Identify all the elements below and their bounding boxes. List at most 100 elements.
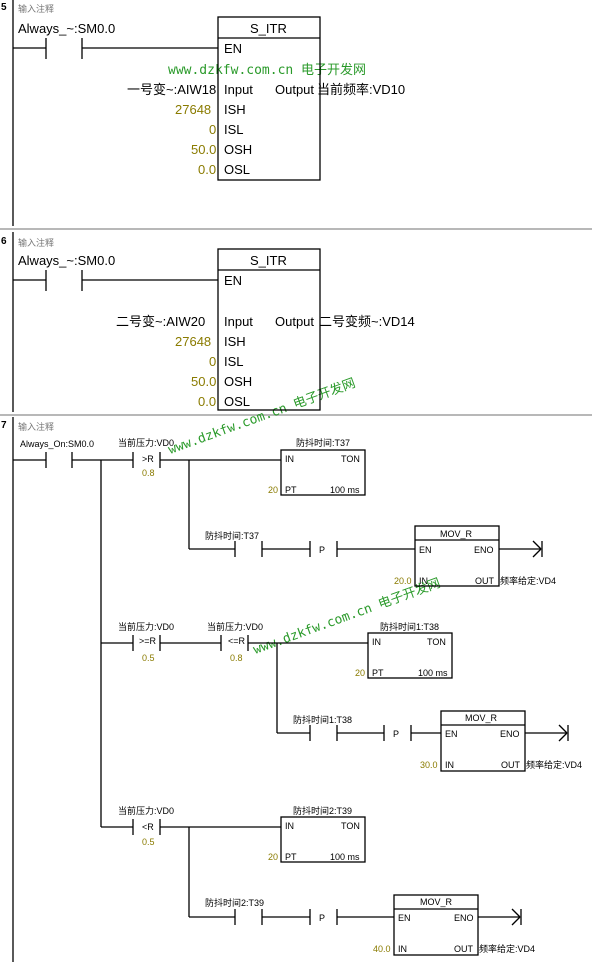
compare-label: 当前压力:VD0 bbox=[207, 622, 264, 632]
input-value: 二号变~:AIW20 bbox=[116, 314, 206, 329]
input-pin: Input bbox=[224, 314, 253, 329]
en-pin: EN bbox=[224, 41, 243, 56]
ton-timer bbox=[280, 449, 366, 496]
output-pin: Output bbox=[275, 314, 315, 329]
timer-base: 100 ms bbox=[330, 485, 360, 495]
network-comment[interactable]: 输入注释 bbox=[18, 4, 55, 14]
pulse-label: P bbox=[319, 545, 326, 555]
contact-label: 防抖时间1:T38 bbox=[293, 715, 353, 725]
compare-label: 当前压力:VD0 bbox=[118, 622, 175, 632]
mov-out-value: 频率给定:VD4 bbox=[526, 760, 583, 770]
contact-label: Always_~:SM0.0 bbox=[18, 253, 116, 268]
en-pin: EN bbox=[224, 273, 243, 288]
ish-pin: ISH bbox=[224, 334, 246, 349]
timer-base: 100 ms bbox=[330, 852, 360, 862]
mov-r-block bbox=[440, 710, 526, 772]
ish-pin: ISH bbox=[224, 102, 246, 117]
s-itr-block bbox=[217, 248, 321, 411]
input-value: 一号变~:AIW18 bbox=[127, 82, 217, 97]
timer-label: 防抖时间1:T38 bbox=[380, 622, 440, 632]
mov-eno-pin: ENO bbox=[500, 729, 520, 739]
mov-eno-pin: ENO bbox=[454, 913, 474, 923]
contact-label: 防抖时间2:T39 bbox=[205, 898, 265, 908]
ton-timer bbox=[367, 632, 453, 679]
timer-type: TON bbox=[341, 821, 360, 831]
contact-label: 防抖时间:T37 bbox=[205, 531, 260, 541]
compare-op: >=R bbox=[139, 636, 157, 646]
timer-base: 100 ms bbox=[418, 668, 448, 678]
ton-timer bbox=[280, 816, 366, 863]
mov-title: MOV_R bbox=[420, 897, 453, 907]
mov-title: MOV_R bbox=[465, 713, 498, 723]
mov-en-pin: EN bbox=[445, 729, 458, 739]
output-pin: Output bbox=[275, 82, 315, 97]
osl-value: 0.0 bbox=[198, 394, 217, 409]
osh-value: 50.0 bbox=[191, 142, 217, 157]
network-number: 7 bbox=[1, 420, 7, 431]
compare-op: >R bbox=[142, 454, 154, 464]
mov-out-pin: OUT bbox=[475, 576, 494, 586]
osl-pin: OSL bbox=[224, 162, 251, 177]
timer-type: TON bbox=[427, 637, 446, 647]
compare-label: 当前压力:VD0 bbox=[118, 438, 175, 448]
compare-value: 0.8 bbox=[142, 468, 155, 478]
timer-in-pin: IN bbox=[285, 821, 294, 831]
input-pin: Input bbox=[224, 82, 253, 97]
timer-pt-pin: PT bbox=[372, 668, 384, 678]
osl-pin: OSL bbox=[224, 394, 251, 409]
network-number: 5 bbox=[1, 2, 7, 13]
contact-label: Always_~:SM0.0 bbox=[18, 21, 116, 36]
pulse-label: P bbox=[319, 913, 326, 923]
output-value: 当前频率:VD10 bbox=[317, 82, 406, 97]
timer-type: TON bbox=[341, 454, 360, 464]
osh-value: 50.0 bbox=[191, 374, 217, 389]
timer-in-pin: IN bbox=[372, 637, 381, 647]
network-comment[interactable]: 输入注释 bbox=[18, 238, 55, 248]
s-itr-block bbox=[217, 16, 321, 181]
mov-eno-pin: ENO bbox=[474, 545, 494, 555]
mov-in-pin: IN bbox=[398, 944, 407, 954]
network-separator bbox=[0, 414, 592, 416]
isl-value: 0 bbox=[209, 122, 217, 137]
compare-label: 当前压力:VD0 bbox=[118, 806, 175, 816]
network-number: 6 bbox=[1, 236, 7, 247]
block-title: S_ITR bbox=[250, 21, 287, 36]
compare-value: 0.5 bbox=[142, 653, 155, 663]
timer-pt-pin: PT bbox=[285, 485, 297, 495]
mov-r-block bbox=[393, 894, 479, 956]
mov-out-pin: OUT bbox=[454, 944, 473, 954]
compare-value: 0.5 bbox=[142, 837, 155, 847]
mov-in-value: 40.0 bbox=[373, 944, 391, 954]
network-comment[interactable]: 输入注释 bbox=[18, 422, 55, 432]
mov-r-block bbox=[414, 525, 500, 587]
ish-value: 27648 bbox=[175, 334, 212, 349]
compare-op: <=R bbox=[228, 636, 246, 646]
output-value: 二号变频~:VD14 bbox=[319, 314, 415, 329]
mov-out-pin: OUT bbox=[501, 760, 520, 770]
timer-pt-value: 20 bbox=[268, 485, 279, 495]
mov-in-pin: IN bbox=[445, 760, 454, 770]
network-separator bbox=[0, 228, 592, 230]
timer-pt-value: 20 bbox=[268, 852, 279, 862]
timer-label: 防抖时间:T37 bbox=[296, 438, 351, 448]
mov-in-pin: IN bbox=[419, 576, 428, 586]
timer-label: 防抖时间2:T39 bbox=[293, 806, 353, 816]
block-title: S_ITR bbox=[250, 253, 287, 268]
mov-in-value: 30.0 bbox=[420, 760, 438, 770]
osl-value: 0.0 bbox=[198, 162, 217, 177]
isl-value: 0 bbox=[209, 354, 217, 369]
isl-pin: ISL bbox=[224, 354, 244, 369]
ish-value: 27648 bbox=[175, 102, 212, 117]
mov-en-pin: EN bbox=[419, 545, 432, 555]
isl-pin: ISL bbox=[224, 122, 244, 137]
timer-pt-pin: PT bbox=[285, 852, 297, 862]
contact-label: Always_On:SM0.0 bbox=[20, 439, 95, 449]
mov-title: MOV_R bbox=[440, 529, 473, 539]
pulse-label: P bbox=[393, 729, 400, 739]
compare-value: 0.8 bbox=[230, 653, 243, 663]
compare-op: <R bbox=[142, 822, 154, 832]
mov-out-value: 频率给定:VD4 bbox=[479, 944, 536, 954]
mov-out-value: 频率给定:VD4 bbox=[500, 576, 557, 586]
osh-pin: OSH bbox=[224, 142, 253, 157]
